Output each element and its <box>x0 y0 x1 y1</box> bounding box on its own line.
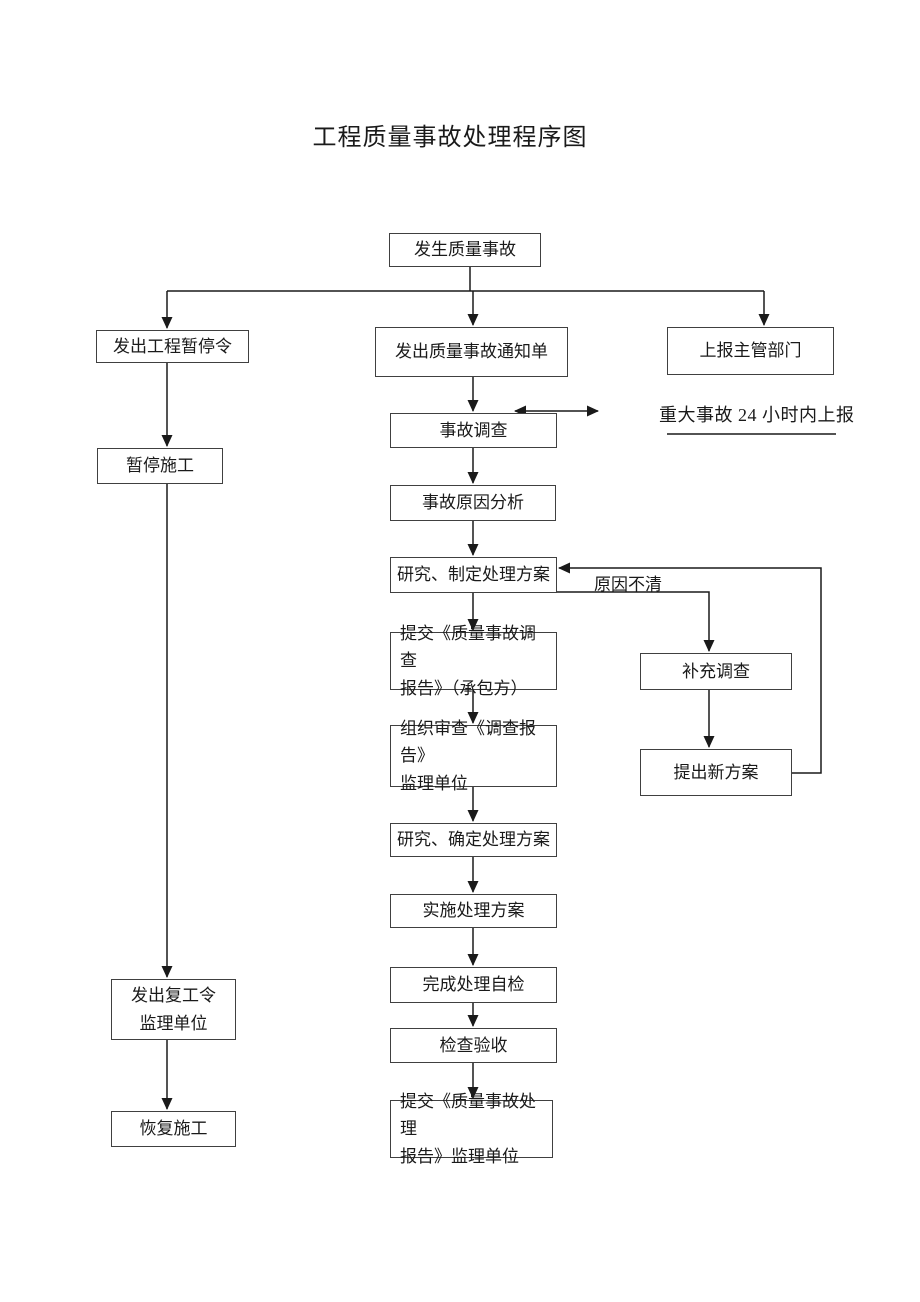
node-notice: 发出质量事故通知单 <box>375 327 568 377</box>
node-supplementary-investigation: 补充调查 <box>640 653 792 690</box>
node-start: 发生质量事故 <box>389 233 541 267</box>
node-resume-order: 发出复工令 监理单位 <box>111 979 236 1040</box>
node-suspend-order: 发出工程暂停令 <box>96 330 249 363</box>
node-inspection-acceptance: 检查验收 <box>390 1028 557 1063</box>
node-cause-analysis: 事故原因分析 <box>390 485 556 521</box>
major-accident-note: 重大事故 24 小时内上报 <box>659 405 855 425</box>
node-suspend-construction: 暂停施工 <box>97 448 223 484</box>
node-new-plan: 提出新方案 <box>640 749 792 796</box>
node-submit-investigation-report: 提交《质量事故调查 报告》（承包方） <box>390 624 557 698</box>
node-formulate-plan: 研究、制定处理方案 <box>390 557 557 593</box>
node-investigation: 事故调查 <box>390 413 557 448</box>
node-report-department: 上报主管部门 <box>667 327 834 375</box>
node-confirm-plan: 研究、确定处理方案 <box>390 823 557 857</box>
page-title: 工程质量事故处理程序图 <box>312 125 588 151</box>
node-self-check: 完成处理自检 <box>390 967 557 1003</box>
node-implement-plan: 实施处理方案 <box>390 894 557 928</box>
arrow-formulate-plan-to-supplementary <box>557 591 715 652</box>
node-submit-handling-report: 提交《质量事故处理 报告》监理单位 <box>390 1092 553 1166</box>
cause-unclear-label: 原因不清 <box>594 575 662 594</box>
node-resume-construction: 恢复施工 <box>111 1111 236 1147</box>
node-review-report: 组织审查《调查报告》 监理单位 <box>390 719 557 793</box>
arrow-new-plan-feedback-to-formulate <box>558 562 822 774</box>
